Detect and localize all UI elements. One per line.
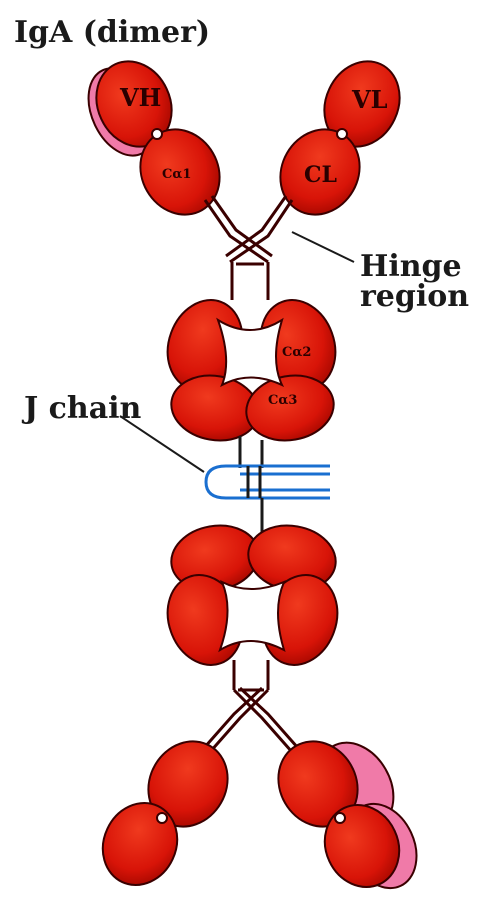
upper-right-fab-arm: [265, 49, 413, 229]
upper-left-ch1-label: Cα1: [162, 167, 191, 182]
upper-fc-ring: [155, 289, 347, 447]
upper-left-vh-label: VH: [119, 83, 161, 112]
upper-hinge-strands: [205, 196, 292, 300]
j-chain-disulfide-bonds: [248, 466, 260, 498]
lower-right-fab-arm: [263, 727, 430, 900]
lower-left-hinge-dot: [157, 813, 167, 823]
diagram-title: IgA (dimer): [14, 15, 210, 50]
upper-left-hinge-dot: [152, 129, 162, 139]
j-chain-label: J chain: [21, 391, 142, 426]
upper-ch2-label: Cα2: [282, 345, 311, 360]
hinge-pointer-line: [292, 232, 354, 262]
lower-right-hinge-dot: [335, 813, 345, 823]
upper-right-hinge-dot: [337, 129, 347, 139]
upper-tail-strands: [240, 436, 262, 468]
lower-left-fab-arm: [90, 727, 243, 897]
lower-fc-ring: [155, 519, 349, 676]
upper-right-cl-label: CL: [304, 162, 337, 188]
hinge-label-line2: region: [360, 279, 469, 314]
j-chain: [206, 466, 330, 498]
lower-hinge-strands: [204, 660, 298, 752]
upper-ch3-label: Cα3: [268, 393, 297, 408]
upper-left-fab-arm: [75, 49, 235, 229]
upper-right-vl-label: VL: [351, 85, 388, 114]
